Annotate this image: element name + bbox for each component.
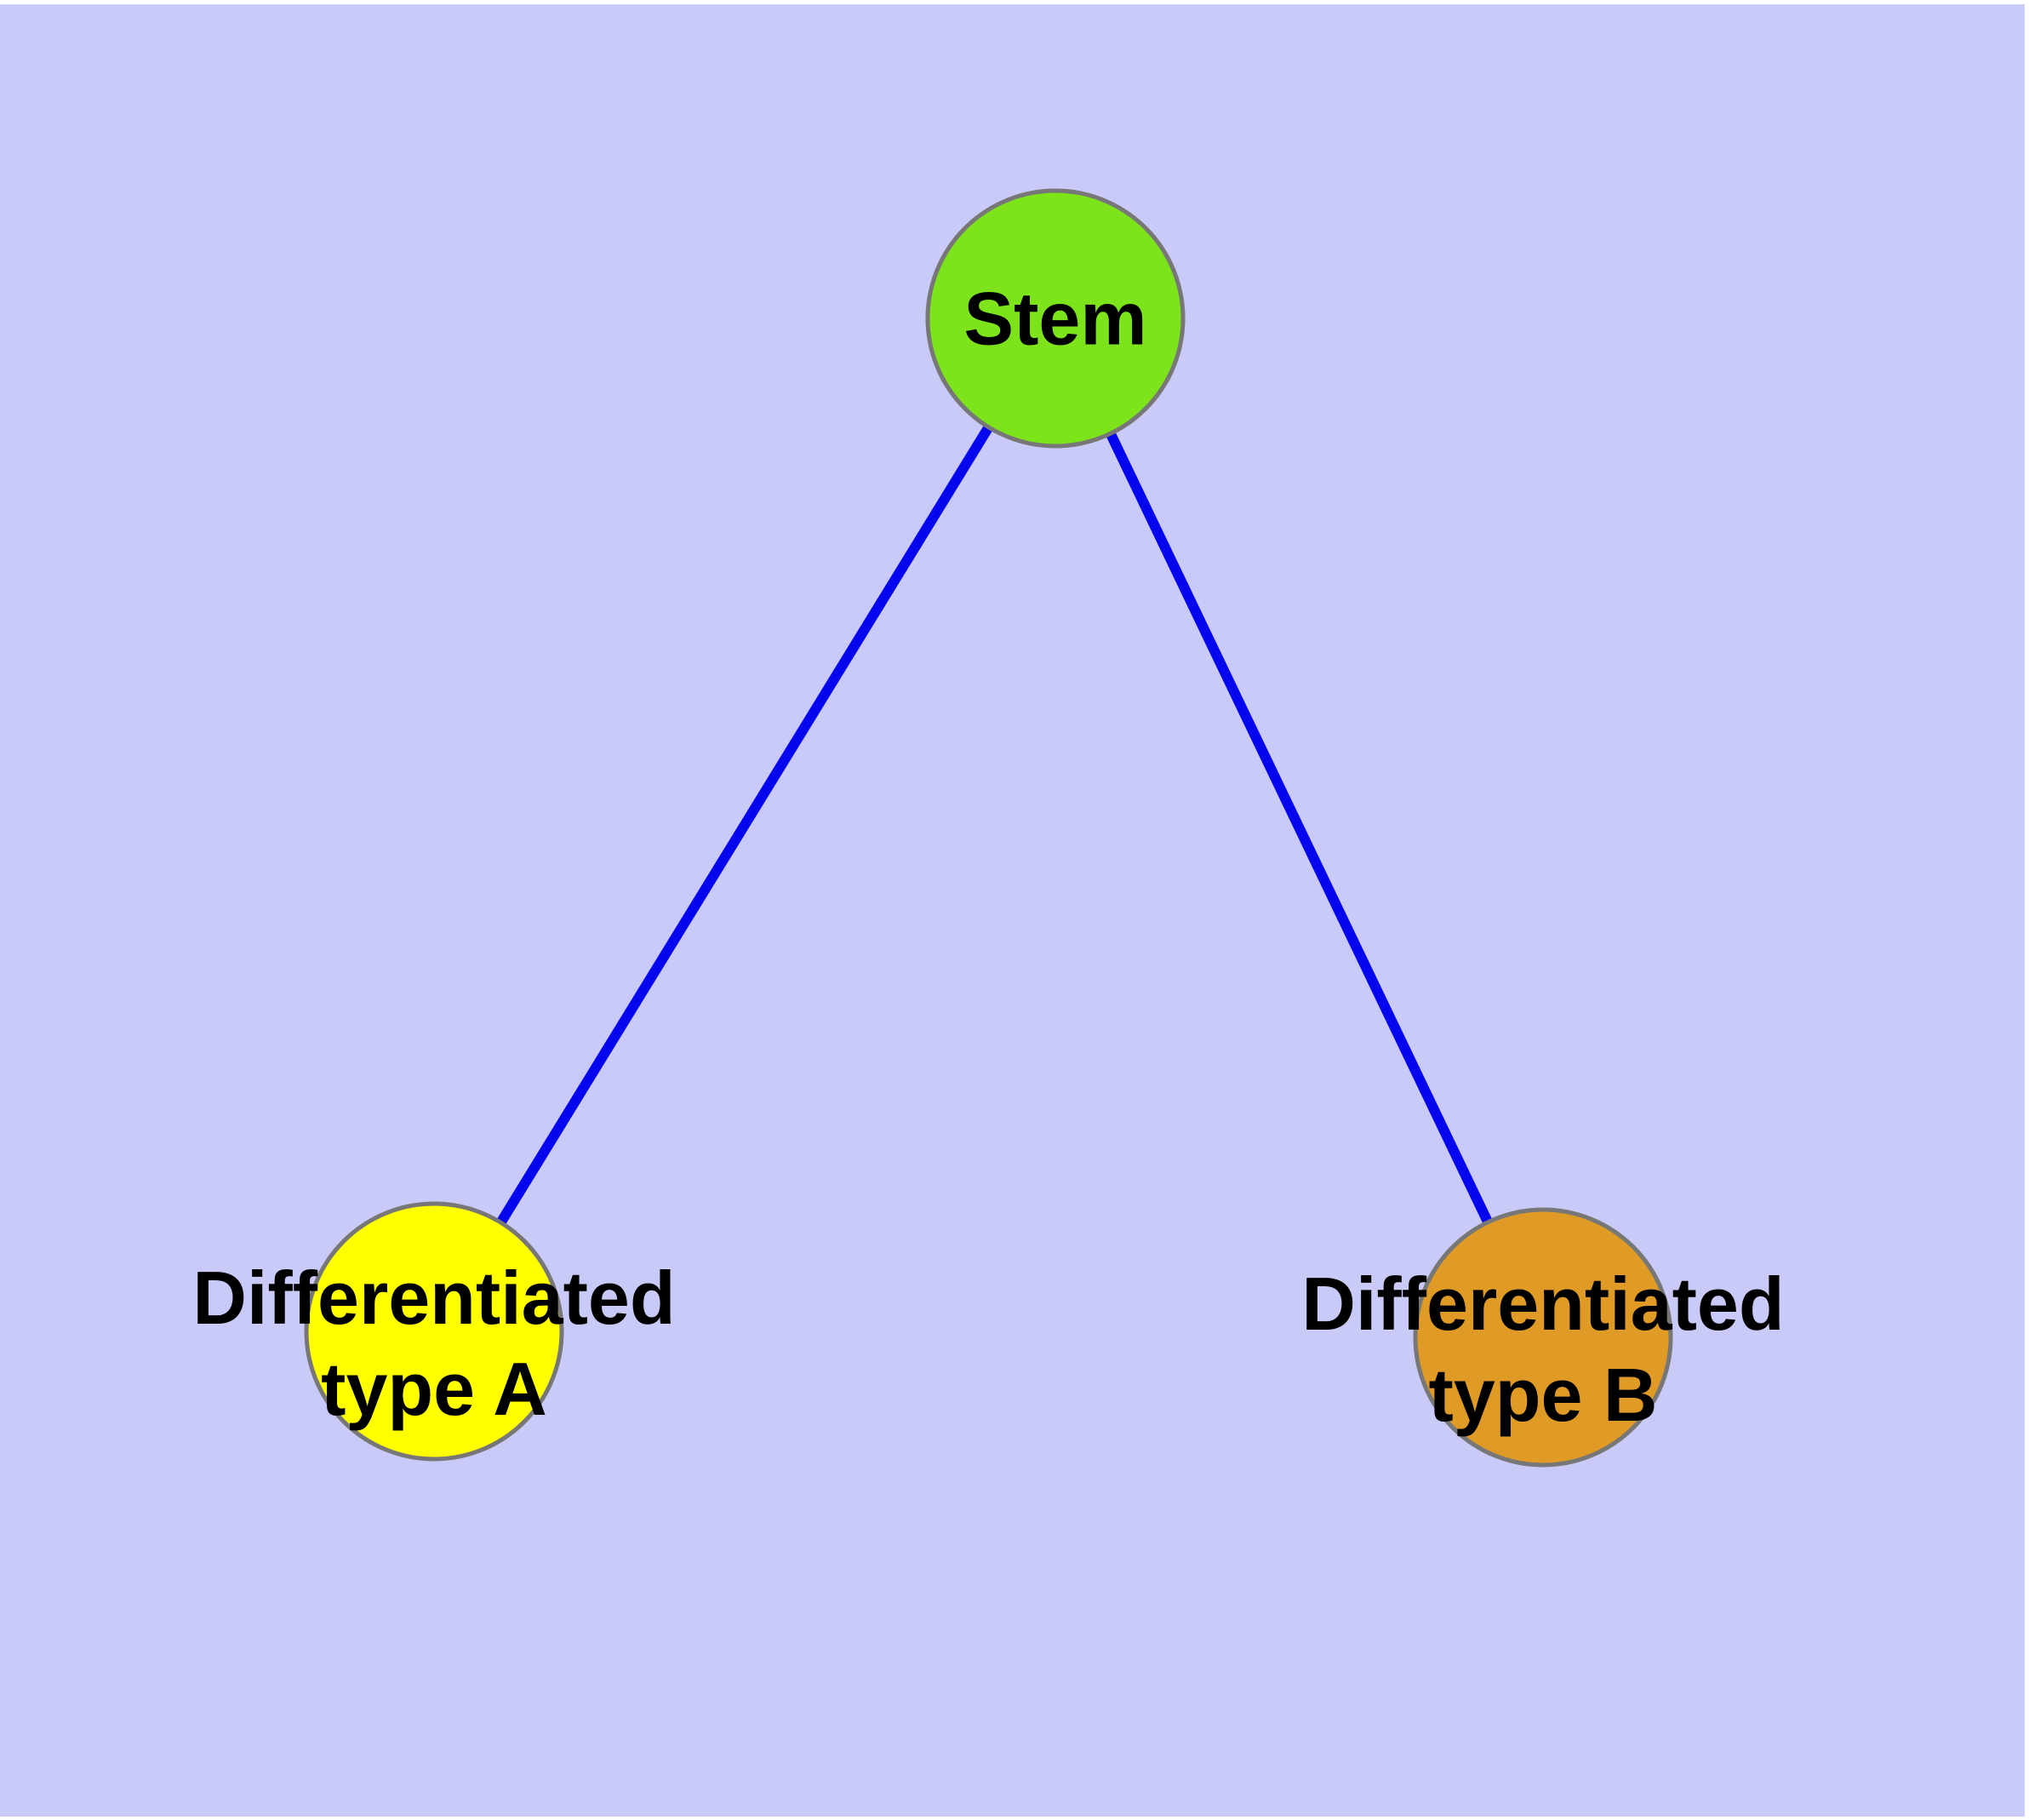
node-label-differentiated-type-a: Differentiated type A xyxy=(192,1252,675,1434)
node-differentiated-type-b xyxy=(1413,1207,1673,1468)
node-stem xyxy=(925,188,1186,449)
edge-stem-to-type-b xyxy=(1050,316,1548,1340)
node-label-differentiated-type-b: Differentiated type B xyxy=(1301,1258,1784,1440)
node-label-type-b-line1: Differentiated xyxy=(1301,1262,1785,1346)
edge-stem-to-type-a xyxy=(429,315,1060,1335)
node-label-type-a-line1: Differentiated xyxy=(192,1256,676,1340)
node-label-stem: Stem xyxy=(963,273,1146,364)
diagram-canvas: Stem Differentiated type A Differentiate… xyxy=(0,4,2025,1817)
node-label-type-b-line2: type B xyxy=(1428,1353,1658,1437)
node-differentiated-type-a xyxy=(304,1201,564,1462)
graph-svg xyxy=(304,188,1673,1468)
node-label-type-a-line2: type A xyxy=(321,1347,547,1431)
node-label-stem-line1: Stem xyxy=(963,276,1147,361)
